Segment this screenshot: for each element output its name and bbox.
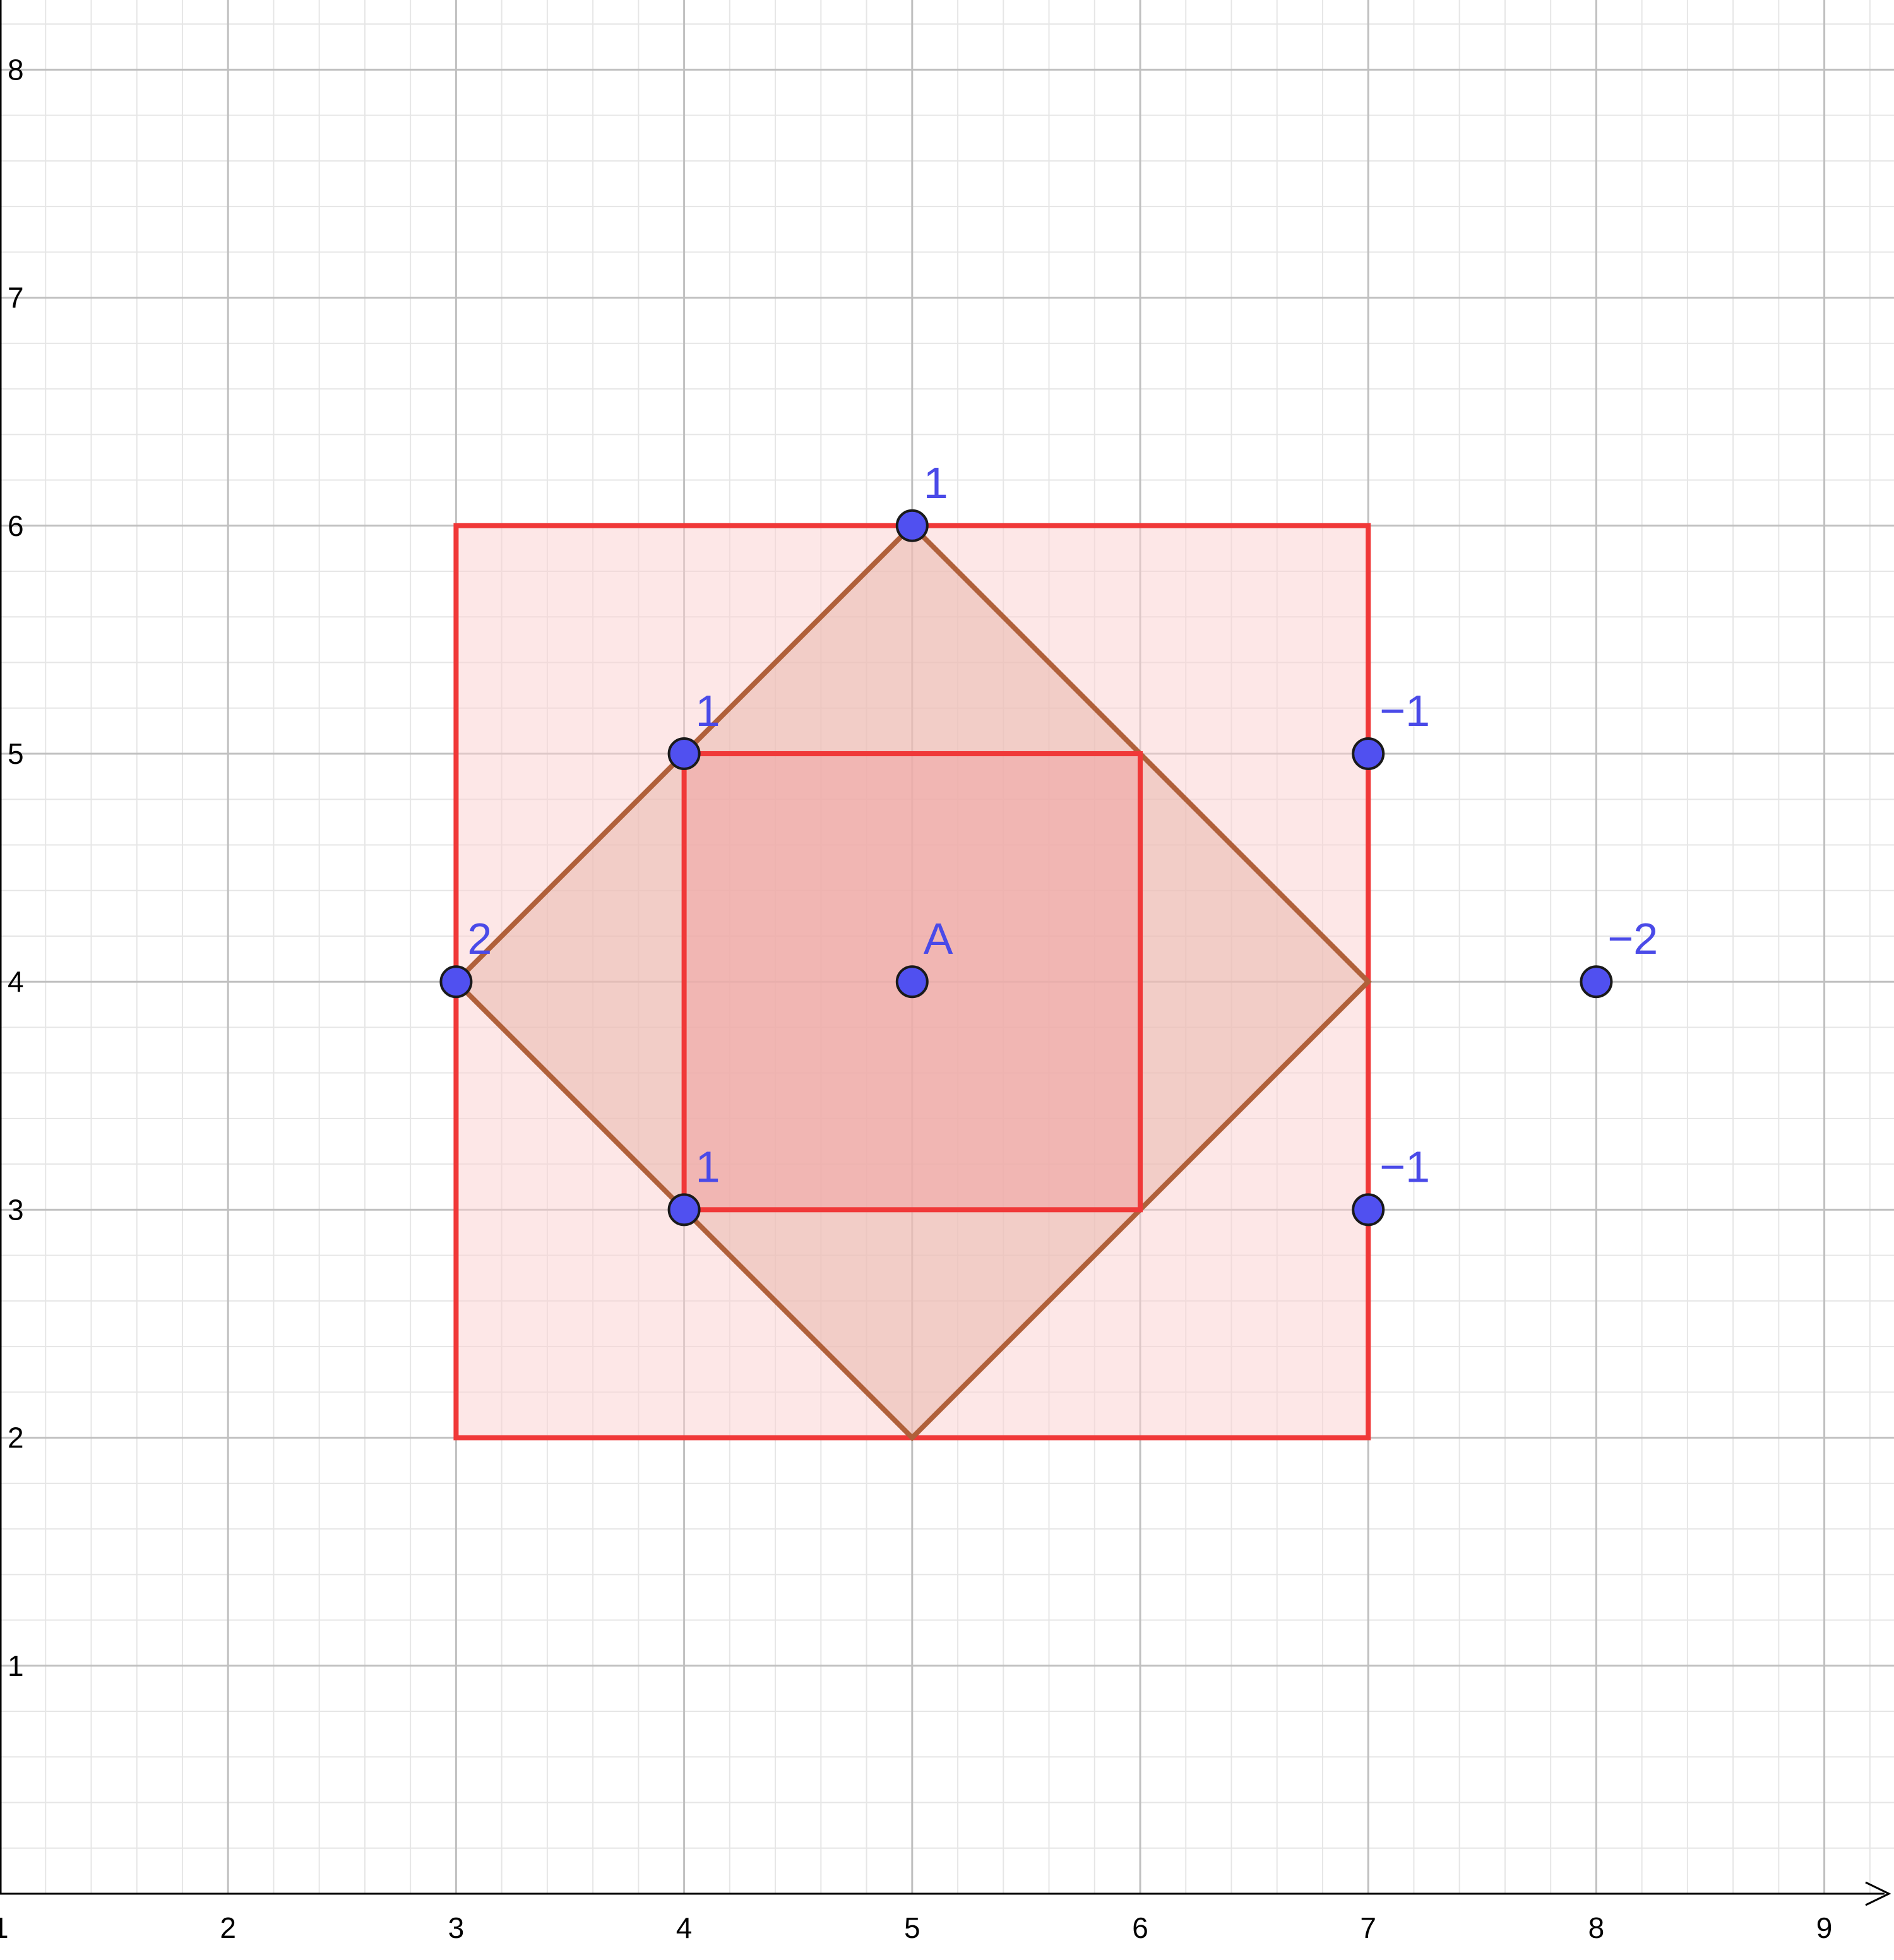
point-label: 1 — [924, 458, 948, 508]
point-label: 1 — [696, 686, 720, 735]
y-tick-label: 3 — [8, 1193, 24, 1226]
point-label: −1 — [1379, 1142, 1430, 1191]
x-tick-label: 6 — [1132, 1911, 1148, 1944]
x-axis-arrow — [1865, 1881, 1891, 1906]
x-tick-label: 4 — [676, 1911, 693, 1944]
x-tick-label: 2 — [220, 1911, 236, 1944]
axes — [0, 0, 1891, 1906]
y-tick-label: 6 — [8, 509, 24, 542]
point — [1352, 1193, 1385, 1226]
y-tick-label: 5 — [8, 737, 24, 770]
y-tick-label: 2 — [8, 1422, 24, 1454]
x-tick-label: 1 — [0, 1911, 9, 1944]
x-tick-label: 9 — [1816, 1911, 1833, 1944]
x-tick-label: 7 — [1360, 1911, 1376, 1944]
point-label: 1 — [696, 1142, 720, 1191]
y-tick-label: 4 — [8, 965, 24, 998]
point-label: −2 — [1607, 914, 1658, 963]
point — [1580, 965, 1613, 999]
point — [1352, 737, 1385, 770]
point-label: 2 — [467, 914, 492, 963]
point-labels: 1 1 −1 2 A −2 1 −1 — [467, 458, 1658, 1192]
point — [667, 1193, 701, 1226]
point-label: A — [924, 914, 953, 963]
major-grid — [0, 0, 1894, 1894]
point-label: −1 — [1379, 686, 1430, 735]
point — [895, 965, 929, 999]
point — [667, 737, 701, 770]
tick-labels: 1 2 3 4 5 6 7 8 9 1 2 3 4 5 6 7 8 — [0, 53, 1832, 1944]
point — [439, 965, 473, 999]
point — [895, 509, 929, 542]
x-tick-label: 5 — [904, 1911, 920, 1944]
x-tick-label: 3 — [448, 1911, 465, 1944]
y-tick-label: 7 — [8, 282, 24, 314]
points — [439, 509, 1613, 1226]
y-tick-label: 8 — [8, 53, 24, 86]
y-tick-label: 1 — [8, 1649, 24, 1682]
x-tick-label: 8 — [1588, 1911, 1605, 1944]
